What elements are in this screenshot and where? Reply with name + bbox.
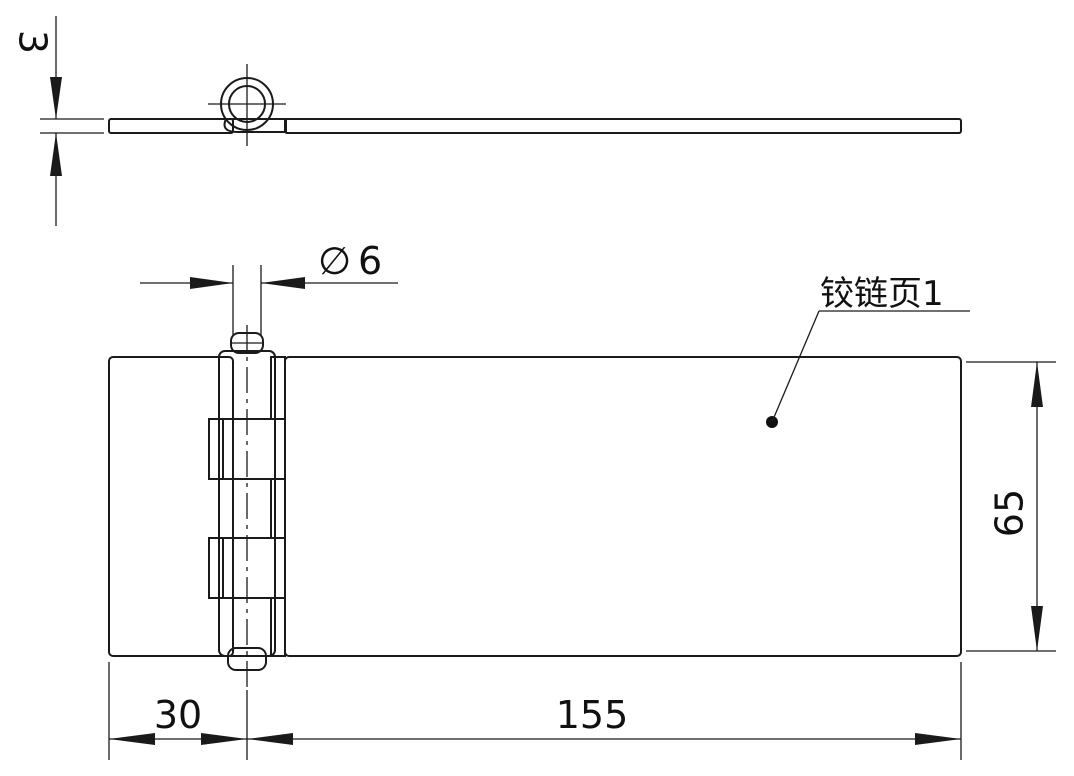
- diameter-symbol: ∅: [318, 239, 351, 283]
- knuckle-notch-left-2: [208, 537, 224, 599]
- knuckle-notch-right-3: [270, 597, 286, 657]
- knuckle-notch-right-2: [270, 478, 286, 539]
- pin-diameter-dimension: ∅ 6: [140, 239, 398, 335]
- leaf-right-width-label: 155: [556, 693, 629, 737]
- height-label: 65: [988, 489, 1032, 537]
- thickness-arrow-bottom: [50, 133, 62, 176]
- knuckle-notch-left-1: [208, 418, 224, 480]
- height-dimension: 65: [966, 361, 1056, 652]
- side-view-knuckle-wrap: [223, 118, 287, 133]
- leaf-left-width-label: 30: [154, 693, 202, 737]
- thickness-arrow-top: [50, 77, 62, 119]
- thickness-dimension: 3: [11, 16, 104, 226]
- thickness-label: 3: [11, 30, 55, 54]
- diameter-value: 6: [358, 239, 382, 283]
- callout-leader: [771, 310, 820, 423]
- front-view: 铰链页1 ∅ 6 65 3: [108, 239, 1056, 760]
- diameter-arrow-right: [261, 277, 305, 289]
- side-view-right-leaf: [284, 118, 962, 134]
- leaf-left-arrow-right: [201, 733, 247, 745]
- height-arrow-top: [1031, 362, 1043, 407]
- knuckle-notch-right-1: [270, 356, 286, 420]
- diameter-arrow-left: [190, 277, 233, 289]
- callout-label: 铰链页1: [820, 274, 944, 314]
- width-dimensions: 30 155: [108, 662, 962, 760]
- leaf-right-arrow-right: [915, 733, 961, 745]
- side-view: 3: [11, 16, 962, 226]
- right-leaf: [284, 356, 962, 657]
- height-arrow-bottom: [1031, 606, 1043, 651]
- side-view-left-leaf: [108, 118, 234, 134]
- leaf-right-arrow-left: [247, 733, 293, 745]
- left-leaf: [108, 356, 234, 657]
- leaf-left-arrow-left: [109, 733, 155, 745]
